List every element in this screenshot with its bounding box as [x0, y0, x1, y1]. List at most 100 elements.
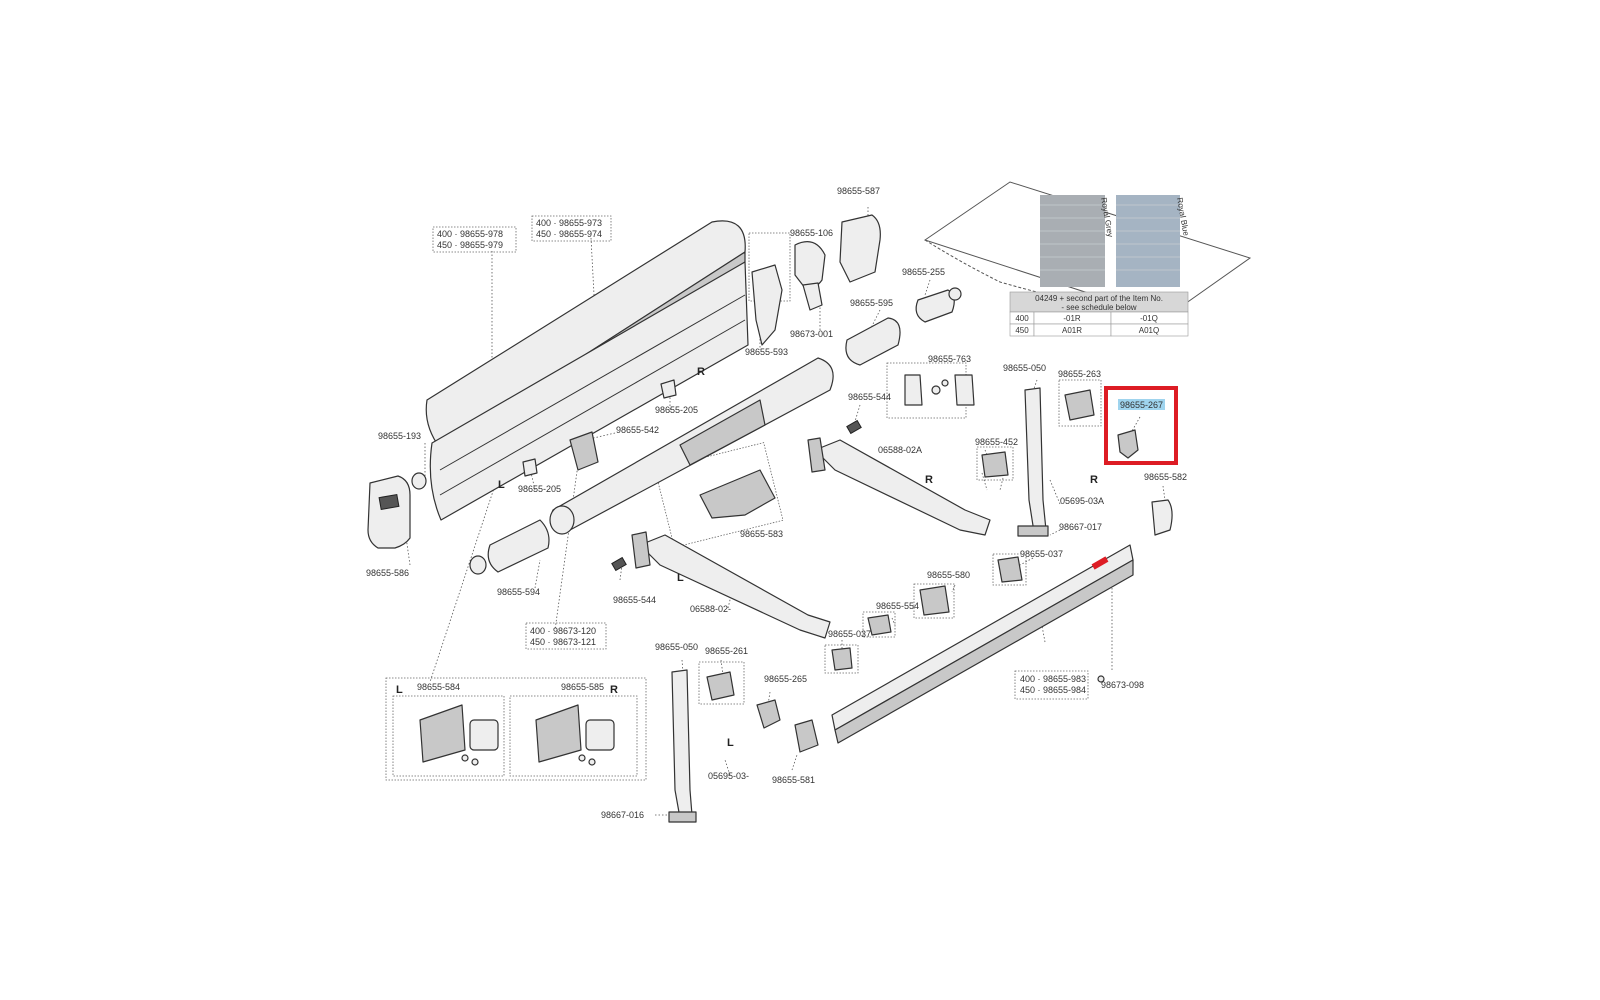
part-452	[981, 451, 1009, 478]
label-98655-594: 98655-594	[497, 587, 540, 597]
label-98667-017: 98667-017	[1059, 522, 1102, 532]
label-98655-973: 400 · 98655-973	[536, 218, 602, 228]
label-98655-452: 98655-452	[975, 437, 1018, 447]
side-marker-l-box: L	[396, 684, 403, 696]
table-row-2-grey: A01R	[1062, 326, 1082, 335]
spring-544-a	[846, 419, 862, 435]
coupling-595	[845, 317, 901, 366]
carrier-583	[699, 469, 776, 519]
table-row-1-grey: -01R	[1063, 314, 1081, 323]
label-98655-265: 98655-265	[764, 674, 807, 684]
spring-544-b	[611, 556, 627, 572]
swatch-royal-blue	[1116, 195, 1180, 287]
part-554	[867, 614, 892, 636]
part-labels: 400 · 98655-978 450 · 98655-979 400 · 98…	[366, 186, 1187, 820]
plug-193	[411, 472, 427, 490]
label-98655-581: 98655-581	[772, 775, 815, 785]
label-98655-583: 98655-583	[740, 529, 783, 539]
label-98655-261: 98655-261	[705, 646, 748, 656]
label-98655-544-a: 98655-544	[848, 392, 891, 402]
label-98667-016: 98667-016	[601, 810, 644, 820]
side-marker-r-3: R	[1090, 474, 1098, 486]
table-header-line2: - see schedule below	[1061, 303, 1136, 312]
hook-542	[569, 431, 599, 471]
label-98673-001: 98673-001	[790, 329, 833, 339]
gear-box-587	[839, 214, 881, 283]
label-98655-582: 98655-582	[1144, 472, 1187, 482]
table-row-1-size: 400	[1015, 314, 1029, 323]
part-265	[756, 699, 781, 729]
label-98655-585: 98655-585	[561, 682, 604, 692]
leg-left	[671, 669, 693, 819]
part-580	[919, 585, 950, 616]
end-106	[794, 241, 826, 289]
label-98655-580: 98655-580	[927, 570, 970, 580]
left-end-cap	[367, 475, 411, 549]
part-263	[1064, 389, 1095, 421]
end-001	[802, 282, 823, 311]
side-marker-l-3: L	[727, 737, 734, 749]
label-98655-193: 98655-193	[378, 431, 421, 441]
label-98655-050-b: 98655-050	[1003, 363, 1046, 373]
selected-label-bg	[1118, 399, 1165, 410]
label-06588-02A: 06588-02A	[878, 445, 922, 455]
bolt-set-763	[904, 374, 975, 406]
side-marker-l-1: L	[498, 479, 505, 491]
brand-logo-mark	[1091, 556, 1109, 570]
label-98655-593: 98655-593	[745, 347, 788, 357]
table-header-line1: 04249 + second part of the Item No.	[1035, 294, 1163, 303]
side-marker-r-box: R	[610, 684, 618, 696]
bracket-593	[751, 264, 783, 346]
label-98655-595: 98655-595	[850, 298, 893, 308]
table-row-1-blue: -01Q	[1140, 314, 1158, 323]
part-037-a	[831, 647, 853, 671]
label-98655-267: 98655-267	[1120, 400, 1163, 410]
label-98655-037-a: 98655-037	[828, 629, 871, 639]
highlight-frame	[1104, 386, 1178, 465]
spring-plug-594	[487, 519, 550, 573]
label-98655-763: 98655-763	[928, 354, 971, 364]
label-98673-120: 400 · 98673-120	[530, 626, 596, 636]
label-98655-050-a: 98655-050	[655, 642, 698, 652]
label-98655-979: 450 · 98655-979	[437, 240, 503, 250]
part-581	[794, 719, 819, 753]
label-98655-554: 98655-554	[876, 601, 919, 611]
part-582	[1151, 499, 1173, 536]
label-98655-255: 98655-255	[902, 267, 945, 277]
label-98673-098: 98673-098	[1101, 680, 1144, 690]
table-row-2-blue: A01Q	[1139, 326, 1159, 335]
clip-205-a	[660, 379, 677, 399]
label-98655-205-a: 98655-205	[518, 484, 561, 494]
arm-left	[639, 534, 831, 639]
label-06588-02: 06588-02-	[690, 604, 731, 614]
side-marker-l-2: L	[677, 572, 684, 584]
leg-right	[1024, 387, 1047, 533]
label-98655-984: 450 · 98655-984	[1020, 685, 1086, 695]
parts	[367, 214, 1173, 823]
side-marker-r-1: R	[697, 366, 705, 378]
label-98673-121: 450 · 98673-121	[530, 637, 596, 647]
front-profile	[831, 544, 1134, 731]
label-98655-586: 98655-586	[366, 568, 409, 578]
label-05695-03A: 05695-03A	[1060, 496, 1104, 506]
side-marker-r-2: R	[925, 474, 933, 486]
pelmet-set-right	[535, 704, 615, 766]
swatch-royal-grey	[1040, 195, 1105, 287]
side-markers: R L R R L L L R	[396, 366, 1098, 749]
group-boxes	[385, 215, 1102, 781]
clip-205-b	[522, 458, 538, 477]
label-98655-037-b: 98655-037	[1020, 549, 1063, 559]
label-98655-544-b: 98655-544	[613, 595, 656, 605]
label-98655-978: 400 · 98655-978	[437, 229, 503, 239]
label-98655-974: 450 · 98655-974	[536, 229, 602, 239]
label-98655-983: 400 · 98655-983	[1020, 674, 1086, 684]
arm-right	[814, 439, 991, 536]
table-row-2-size: 450	[1015, 326, 1029, 335]
label-05695-03: 05695-03-	[708, 771, 749, 781]
part-267	[1117, 429, 1139, 459]
label-98655-205-b: 98655-205	[655, 405, 698, 415]
label-98655-587: 98655-587	[837, 186, 880, 196]
label-98655-542: 98655-542	[616, 425, 659, 435]
part-037-b	[997, 556, 1023, 583]
